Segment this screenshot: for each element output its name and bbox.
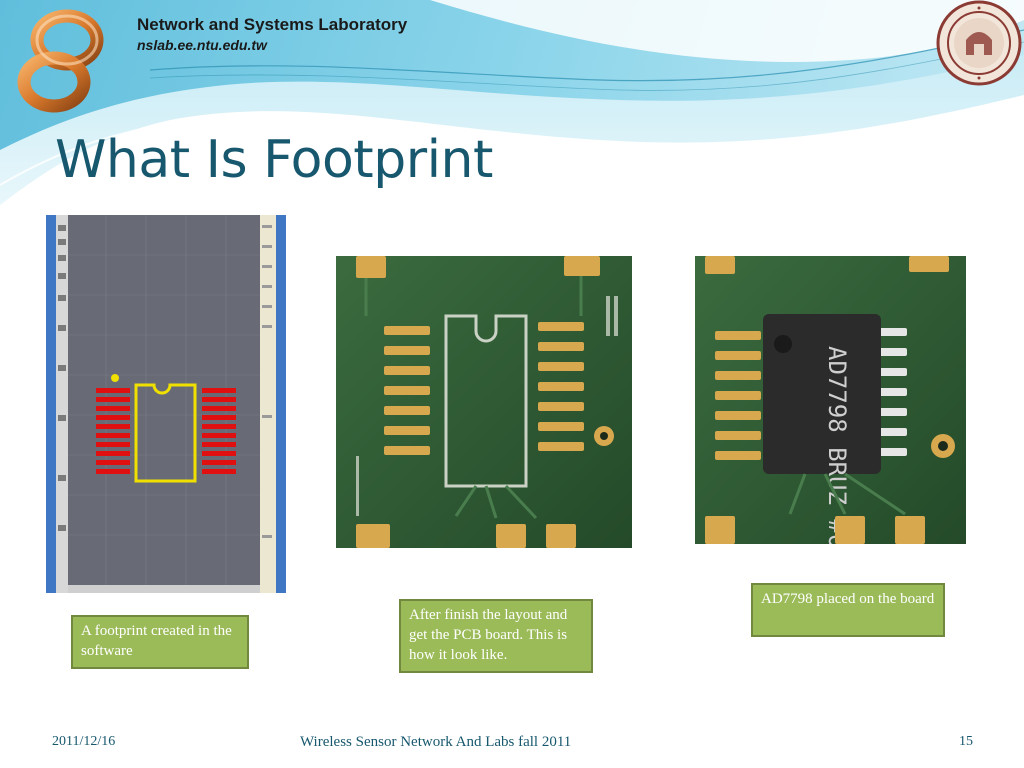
- lab-url: nslab.ee.ntu.edu.tw: [137, 37, 267, 53]
- pcb-board-photo: [336, 256, 632, 548]
- university-seal-icon: [936, 0, 1022, 86]
- footer-date: 2011/12/16: [52, 734, 116, 749]
- chip-marking-text: AD7798 BRUZ #614: [823, 346, 851, 544]
- chip-on-board-photo: AD7798 BRUZ #614: [695, 256, 966, 544]
- footer-course-title: Wireless Sensor Network And Labs fall 20…: [300, 734, 572, 750]
- slide-title: What Is Footprint: [55, 130, 493, 190]
- lab-name: Network and Systems Laboratory: [137, 15, 408, 34]
- callout-pcb-board: After finish the layout and get the PCB …: [399, 599, 593, 673]
- software-footprint-image: [46, 215, 286, 593]
- callout-chip-placed: AD7798 placed on the board: [751, 583, 945, 637]
- nslab-logo-icon: [17, 9, 104, 113]
- header-wave-decoration: [0, 0, 1024, 205]
- callout-software-footprint: A footprint created in the software: [71, 615, 249, 669]
- footer-page-number: 15: [959, 734, 973, 749]
